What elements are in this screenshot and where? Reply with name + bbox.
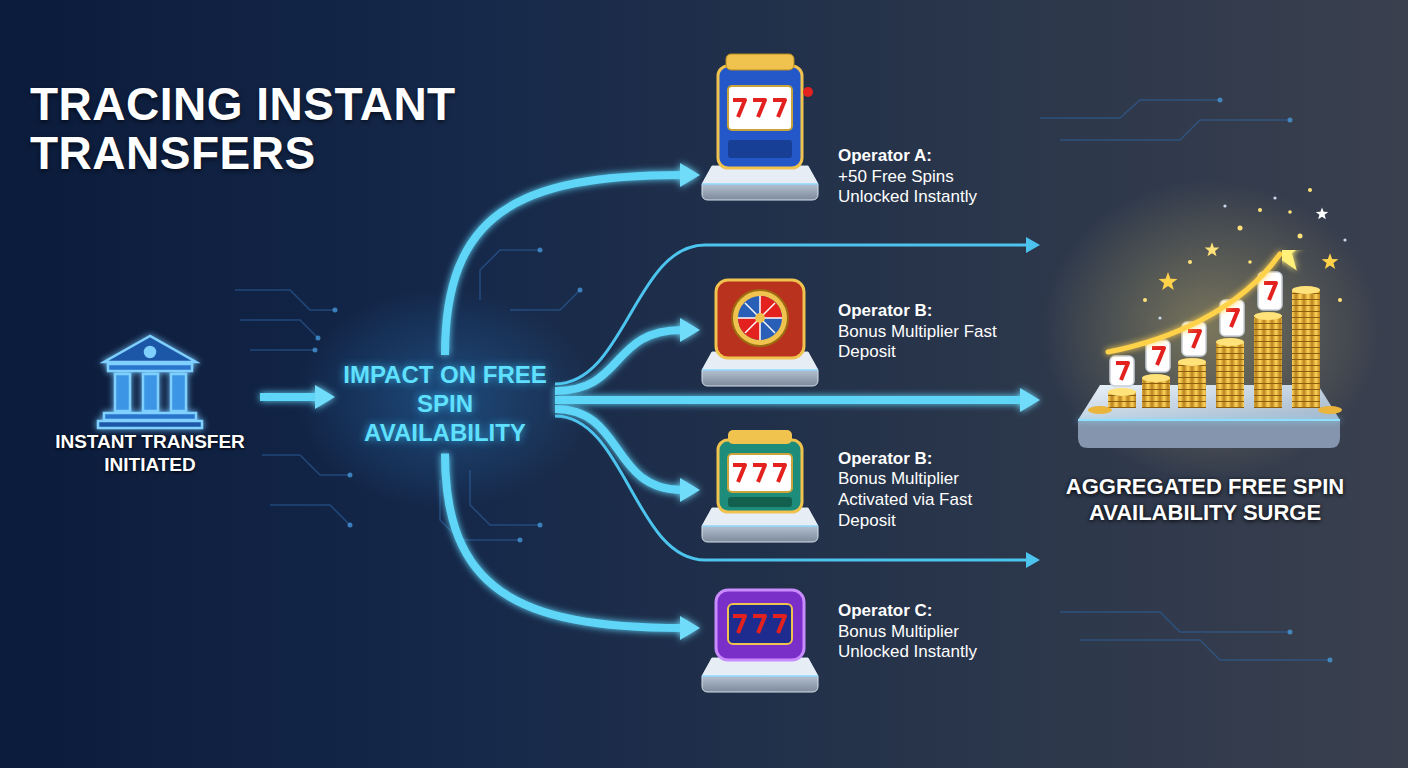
operator-detail: Bonus Multiplier Fast Deposit — [838, 322, 1018, 363]
operator-node: Operator C:Bonus Multiplier Unlocked Ins… — [700, 577, 1022, 687]
operator-detail: Bonus Multiplier Activated via Fast Depo… — [838, 469, 1018, 531]
arrow-head — [1026, 237, 1040, 253]
arrow-line — [555, 245, 1028, 384]
arrow-line — [445, 175, 682, 355]
operator-node: Operator B:Bonus Multiplier Fast Deposit — [700, 277, 1022, 387]
source-node: INSTANT TRANSFER INITIATED — [40, 330, 260, 490]
result-node: AGGREGATED FREE SPIN AVAILABILITY SURGE — [1040, 160, 1370, 580]
operator-node: Operator B:Bonus Multiplier Activated vi… — [700, 435, 1022, 545]
operator-detail: +50 Free Spins Unlocked Instantly — [838, 167, 1018, 208]
arrow-head — [680, 478, 700, 502]
arrow-line — [445, 453, 682, 628]
arrow-head — [315, 385, 335, 409]
arrow-head — [1020, 388, 1040, 412]
operator-heading: Operator B: — [838, 449, 1018, 470]
arrow-head — [680, 616, 700, 640]
hub-node: IMPACT ON FREE SPIN AVAILABILITY — [335, 355, 555, 453]
flow-arrow — [555, 416, 1040, 568]
operator-node: Operator A:+50 Free Spins Unlocked Insta… — [700, 122, 1022, 232]
arrow-line — [260, 393, 317, 401]
arrow-line — [555, 416, 1028, 560]
flow-arrow — [260, 385, 335, 409]
operator-heading: Operator C: — [838, 601, 1018, 622]
hub-label: IMPACT ON FREE SPIN AVAILABILITY — [341, 361, 549, 447]
operator-heading: Operator B: — [838, 301, 1018, 322]
arrow-head — [680, 318, 700, 342]
result-label: AGGREGATED FREE SPIN AVAILABILITY SURGE — [1040, 474, 1370, 527]
operator-heading: Operator A: — [838, 146, 1018, 167]
arrow-line — [555, 330, 682, 391]
flow-arrow — [555, 318, 700, 391]
arrow-line — [555, 396, 1022, 404]
flow-arrow — [555, 388, 1040, 412]
arrow-head — [1026, 552, 1040, 568]
operator-detail: Bonus Multiplier Unlocked Instantly — [838, 622, 1018, 663]
arrow-head — [680, 163, 700, 187]
source-label: INSTANT TRANSFER INITIATED — [40, 430, 260, 476]
flow-arrow — [555, 237, 1040, 384]
flow-arrow — [445, 163, 700, 355]
diagram-title: TRACING INSTANT TRANSFERS — [30, 80, 500, 178]
flow-arrow — [445, 453, 700, 640]
